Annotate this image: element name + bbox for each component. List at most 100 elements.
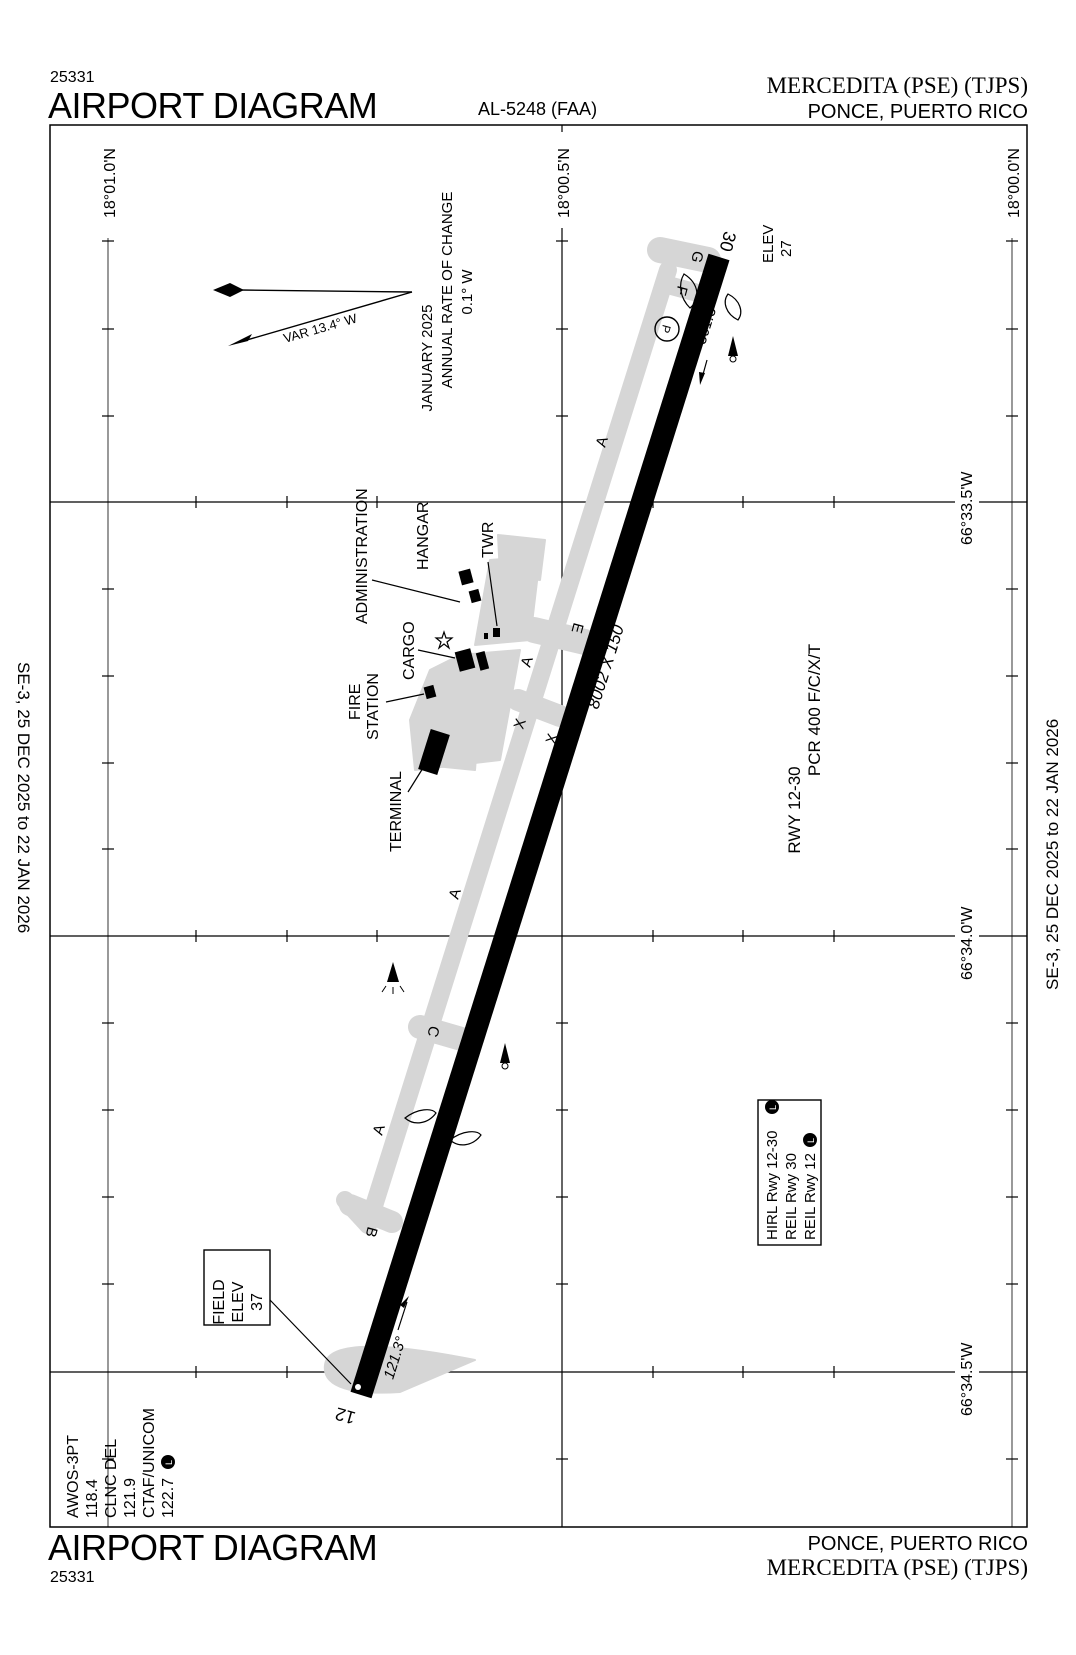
taxiway-label-x: X [543, 732, 562, 747]
parking-icon [654, 316, 680, 342]
awos-frequency: 118.4 [84, 1479, 101, 1518]
runway-12-30: 12 30 8002 X 150 121.3° 301.3° RWY 12-30… [333, 229, 824, 1428]
beacon-icon [387, 962, 399, 982]
tower-building [493, 628, 500, 637]
rwy30-elevation-value: 27 [778, 240, 795, 257]
terminal-building [418, 728, 450, 776]
taxiway-label-e: E [568, 621, 587, 635]
footer-location: PONCE, PUERTO RICO [808, 1533, 1028, 1555]
airfield-symbols: P [404, 273, 742, 1146]
airport-location: PONCE, PUERTO RICO [808, 101, 1028, 123]
hot-spot-icon [680, 273, 698, 309]
awos-label: AWOS-3PT [65, 1435, 82, 1518]
windsock-symbols [381, 336, 738, 1070]
effective-dates-right: SE-3, 25 DEC 2025 to 22 JAN 2026 [1043, 719, 1062, 990]
administration-label: ADMINISTRATION [354, 488, 371, 624]
taxiway-label-a: A [370, 1123, 389, 1138]
hangar-building [458, 568, 474, 586]
magnetic-north-arrow-icon [228, 334, 252, 346]
beacon-star-icon [434, 630, 454, 650]
taxiway-label-a: A [518, 655, 537, 670]
footer-airport-name: MERCEDITA (PSE) (TJPS) [767, 1555, 1028, 1580]
parking-label: P [658, 323, 674, 334]
taxiway-label-x: X [511, 717, 530, 732]
taxiway-label-a: A [446, 887, 465, 902]
airport-name: MERCEDITA (PSE) (TJPS) [767, 73, 1028, 98]
reil12-label: REIL Rwy 12 [802, 1153, 819, 1240]
cargo-label: CARGO [401, 621, 418, 680]
clnc-del-frequency: 121.9 [122, 1478, 139, 1518]
latitude-label: 18°00.0'N [1006, 148, 1023, 218]
latitude-label: 18°00.5'N [556, 148, 573, 218]
frequency-block: AWOS-3PT 118.4 CLNC DEL 121.9 CTAF/UNICO… [65, 1408, 177, 1518]
chart-title: AIRPORT DIAGRAM [48, 85, 377, 126]
fire-station-label: FIRE [347, 684, 364, 720]
lighting-badge-icon [765, 1100, 779, 1114]
graticule [50, 125, 1027, 1527]
lighting-badge-text: L [164, 1460, 174, 1465]
reil30-label: REIL Rwy 30 [783, 1153, 800, 1240]
variation-label: VAR 13.4° W [282, 310, 360, 346]
taxiway-label-g: G [687, 249, 706, 265]
runway-threshold-light-icon [355, 1384, 361, 1390]
taxiway-label-a: A [593, 435, 612, 450]
lighting-badge-text: L [806, 1138, 816, 1143]
effective-dates-left: SE-3, 25 DEC 2025 to 22 JAN 2026 [14, 662, 33, 933]
lighting-box: HIRL Rwy 12-30 L REIL Rwy 30 REIL Rwy 12… [757, 1099, 822, 1246]
runway-pcr: PCR 400 F/C/X/T [805, 644, 824, 776]
lighting-badge-icon [803, 1133, 817, 1147]
longitude-label: 66°34.0'W [959, 906, 976, 980]
footer: AIRPORT DIAGRAM 25331 PONCE, PUERTO RICO… [48, 1527, 1028, 1586]
fire-station-building [423, 684, 437, 700]
field-elevation-label: ELEV [230, 1281, 247, 1322]
buildings [418, 568, 500, 776]
elevations: ELEV 27 FIELD ELEV 37 [203, 225, 795, 1385]
field-elevation-box [203, 1249, 271, 1326]
windsock-icon [728, 336, 738, 356]
windsock-icon [500, 1043, 510, 1063]
cargo-building [454, 648, 476, 672]
field-elevation-value: 37 [249, 1293, 266, 1311]
hot-spot-icon [449, 1131, 482, 1146]
footer-chart-title: AIRPORT DIAGRAM [48, 1527, 377, 1568]
true-north-arrow-icon [213, 283, 244, 297]
chart-number: 25331 [50, 69, 95, 86]
annual-rate-label: ANNUAL RATE OF CHANGE [439, 192, 456, 389]
terminal-label: TERMINAL [388, 771, 405, 852]
runway-end-30: 30 [716, 229, 741, 254]
runway-end-12: 12 [333, 1403, 358, 1428]
hot-spot-icon [724, 293, 742, 321]
footer-chart-number: 25331 [50, 1569, 95, 1586]
tower-label: TWR [480, 522, 497, 558]
graticule-labels: 18°01.0'N 18°00.5'N 18°00.0'N 66°33.5'W … [96, 132, 1024, 1416]
doc-id: AL-5248 (FAA) [478, 99, 597, 119]
magnetic-variation: VAR 13.4° W JANUARY 2025 ANNUAL RATE OF … [213, 192, 476, 412]
field-elevation-label: FIELD [211, 1279, 228, 1324]
taxiway-labels: A A A A B C E F G X X [362, 249, 707, 1239]
annual-rate-value: 0.1° W [459, 269, 476, 315]
latitude-label: 18°01.0'N [102, 148, 119, 218]
heading-arrow-12-icon [400, 1296, 409, 1308]
taxiway-label-b: B [362, 1225, 381, 1239]
hot-spot-icon [404, 1109, 437, 1124]
fire-station-label: STATION [365, 673, 382, 740]
longitude-label: 66°34.5'W [959, 1342, 976, 1416]
building-labels: ADMINISTRATION HANGAR TWR CARGO FIRE STA… [347, 488, 498, 852]
taxiway-label-c: C [423, 1024, 442, 1039]
hirl-label: HIRL Rwy 12-30 [764, 1131, 781, 1240]
taxiway-pavement [323, 237, 721, 1394]
variation-date: JANUARY 2025 [419, 304, 436, 411]
diagram-frame [49, 124, 1028, 1528]
clnc-del-label: CLNC DEL [103, 1439, 120, 1518]
lighting-badge-text: L [768, 1105, 778, 1110]
rwy30-elevation-label: ELEV [760, 225, 777, 263]
runway-designation: RWY 12-30 [785, 766, 804, 853]
ctaf-unicom-label: CTAF/UNICOM [141, 1408, 158, 1518]
administration-building [468, 588, 482, 604]
hangar-label: HANGAR [415, 502, 432, 570]
heading-arrow-30-icon [699, 372, 705, 385]
ctaf-unicom-frequency: 122.7 [160, 1478, 177, 1518]
longitude-label: 66°33.5'W [959, 471, 976, 545]
runway-surface [350, 253, 730, 1399]
